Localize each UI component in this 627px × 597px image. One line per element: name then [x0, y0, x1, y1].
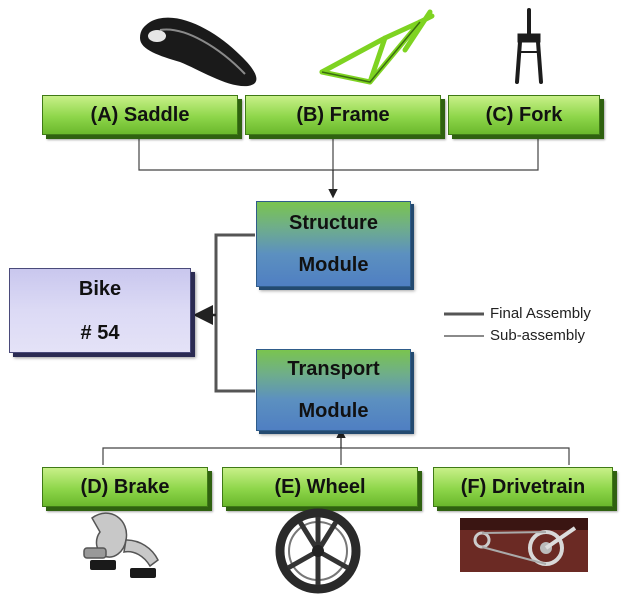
legend-sub-assembly: Sub-assembly	[490, 327, 586, 344]
part-box-frame: (B) Frame	[245, 95, 441, 135]
part-box-saddle: (A) Saddle	[42, 95, 238, 135]
part-box-drivetrain: (F) Drivetrain	[433, 467, 613, 507]
part-label-saddle: (A) Saddle	[90, 103, 190, 126]
structure-module: Structure Module	[256, 201, 411, 287]
part-label-brake: (D) Brake	[80, 475, 170, 498]
legend-final-assembly: Final Assembly	[490, 305, 591, 322]
top-parts-connector	[138, 138, 539, 171]
bike-line2: # 54	[80, 321, 120, 344]
final-assembly-connector	[214, 233, 255, 393]
part-label-wheel: (E) Wheel	[274, 475, 366, 498]
transport-module: Transport Module	[256, 349, 411, 431]
bike-product-box: Bike # 54	[9, 268, 191, 353]
transport-module-line1: Transport	[287, 358, 380, 380]
part-label-fork: (C) Fork	[485, 103, 563, 126]
part-box-wheel: (E) Wheel	[222, 467, 418, 507]
bike-line1: Bike	[78, 277, 122, 300]
part-label-frame: (B) Frame	[296, 103, 390, 126]
part-label-drivetrain: (F) Drivetrain	[460, 475, 586, 498]
part-box-brake: (D) Brake	[42, 467, 208, 507]
part-box-fork: (C) Fork	[448, 95, 600, 135]
structure-module-line1: Structure	[289, 212, 378, 234]
structure-module-line2: Module	[298, 254, 369, 276]
transport-module-line2: Module	[298, 400, 369, 422]
bottom-parts-connector	[102, 447, 570, 465]
